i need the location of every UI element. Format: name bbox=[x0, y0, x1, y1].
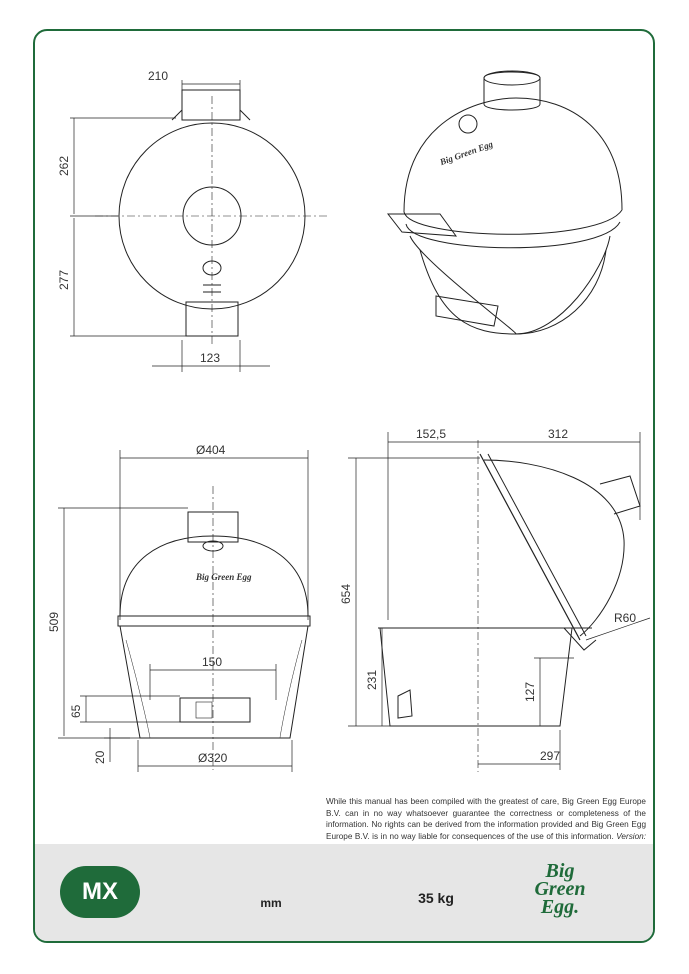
dim-side-lower-height: 231 bbox=[365, 670, 379, 690]
dim-front-diameter-top: Ø404 bbox=[196, 443, 226, 457]
dim-side-total-height: 654 bbox=[339, 584, 353, 604]
top-view-drawing bbox=[70, 80, 328, 372]
logo-line-1: Big bbox=[545, 860, 575, 882]
logo-line-2: Green bbox=[534, 878, 586, 900]
dim-top-lower: 277 bbox=[57, 270, 71, 290]
side-view-drawing bbox=[348, 432, 651, 772]
front-view-drawing bbox=[58, 450, 311, 772]
perspective-drawing bbox=[386, 70, 623, 335]
disclaimer-text: While this manual has been compiled with… bbox=[326, 797, 646, 841]
dim-side-hinge-height: 127 bbox=[523, 682, 537, 702]
brand-logo: Big Green Egg. bbox=[520, 860, 600, 918]
model-badge: MX bbox=[60, 866, 140, 918]
dim-front-vent: 65 bbox=[69, 704, 83, 718]
perspective-product-label: Big Green Egg bbox=[438, 139, 495, 168]
dim-side-radius: R60 bbox=[614, 611, 636, 625]
spec-sheet-frame bbox=[33, 29, 655, 943]
dim-front-height: 509 bbox=[47, 612, 61, 632]
dim-front-inner-width: 150 bbox=[202, 655, 222, 669]
ruler-unit-label: mm bbox=[260, 896, 282, 910]
dim-side-offset: 152,5 bbox=[416, 427, 446, 441]
dim-top-bottom: 123 bbox=[200, 351, 220, 365]
dim-side-base: 297 bbox=[540, 749, 560, 763]
weight-label: 35 kg bbox=[418, 890, 454, 906]
front-product-label: Big Green Egg bbox=[195, 572, 252, 582]
dim-front-foot: 20 bbox=[93, 750, 107, 764]
dim-side-depth: 312 bbox=[548, 427, 568, 441]
dim-front-diameter-bottom: Ø320 bbox=[198, 751, 228, 765]
dim-top-upper: 262 bbox=[57, 156, 71, 176]
logo-line-3: Egg. bbox=[540, 896, 580, 918]
dim-top-width: 210 bbox=[148, 69, 168, 83]
